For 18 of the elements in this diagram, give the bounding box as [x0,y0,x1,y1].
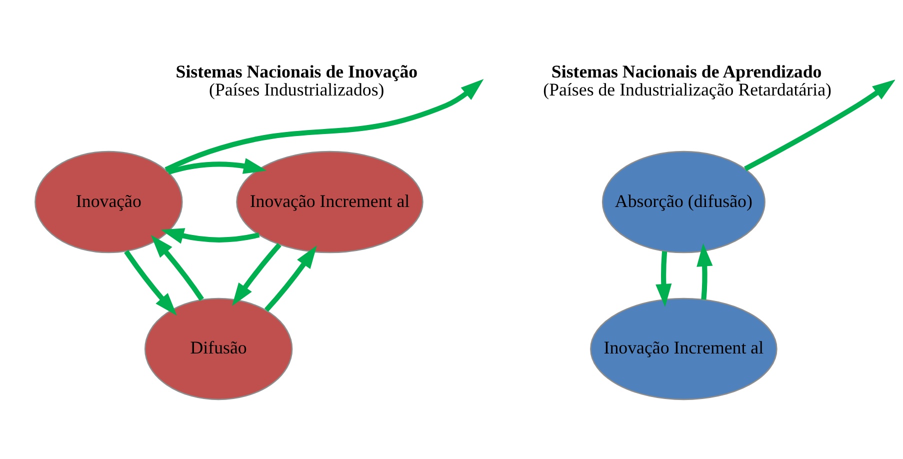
arrow [744,79,894,172]
arrow [264,245,316,312]
arrow [655,251,672,308]
node-ellipse: Difusão [144,298,292,400]
node-ellipse: Inovação Increment al [590,298,777,400]
node-ellipse: Inovação [34,150,182,254]
arrow [160,228,260,244]
label: (Países Industrializados) [208,80,384,100]
node-ellipse: Inovação Increment al [236,150,423,254]
label: Sistemas Nacionais de Aprendizado [550,62,822,82]
arrow [124,250,176,316]
arrow [696,243,712,300]
arrow [167,158,266,175]
label: Sistemas Nacionais de Inovação [175,62,418,82]
node-ellipse: Absorção (difusão) [601,150,765,254]
arrow [150,235,204,301]
arrow [232,243,281,306]
arrow [164,79,484,172]
